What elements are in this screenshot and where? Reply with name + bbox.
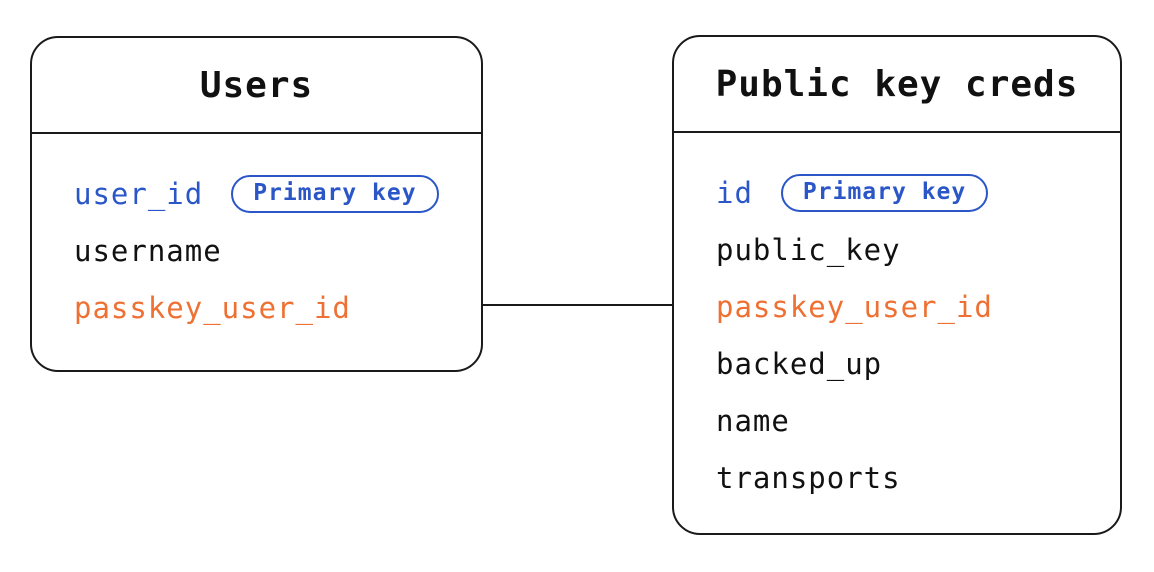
field-row-user-id: user_id Primary key (74, 165, 461, 222)
field-row-id: id Primary key (716, 164, 1100, 221)
table-users-body: user_id Primary key username passkey_use… (32, 134, 481, 336)
field-row-username: username (74, 222, 461, 279)
field-row-name: name (716, 392, 1100, 449)
field-passkey-user-id: passkey_user_id (74, 290, 351, 325)
table-users-header: Users (32, 38, 481, 134)
primary-key-badge: Primary key (780, 173, 989, 212)
field-passkey-user-id: passkey_user_id (716, 289, 993, 324)
field-row-passkey-user-id: passkey_user_id (716, 278, 1100, 335)
relationship-line (481, 304, 673, 306)
field-user-id: user_id (74, 176, 204, 211)
field-username: username (74, 233, 222, 268)
table-public-key-creds[interactable]: Public key creds id Primary key public_k… (672, 35, 1122, 535)
table-public-key-creds-body: id Primary key public_key passkey_user_i… (674, 133, 1120, 506)
field-row-public-key: public_key (716, 221, 1100, 278)
field-transports: transports (716, 460, 901, 495)
field-name: name (716, 403, 790, 438)
field-row-transports: transports (716, 449, 1100, 506)
primary-key-badge: Primary key (231, 174, 439, 213)
field-public-key: public_key (716, 232, 901, 267)
field-backed-up: backed_up (716, 346, 883, 381)
table-users[interactable]: Users user_id Primary key username passk… (30, 36, 483, 372)
table-users-title: Users (199, 64, 314, 106)
field-row-backed-up: backed_up (716, 335, 1100, 392)
field-id: id (716, 175, 753, 210)
table-public-key-creds-title: Public key creds (715, 63, 1079, 105)
table-public-key-creds-header: Public key creds (674, 37, 1120, 133)
field-row-passkey-user-id: passkey_user_id (74, 279, 461, 336)
